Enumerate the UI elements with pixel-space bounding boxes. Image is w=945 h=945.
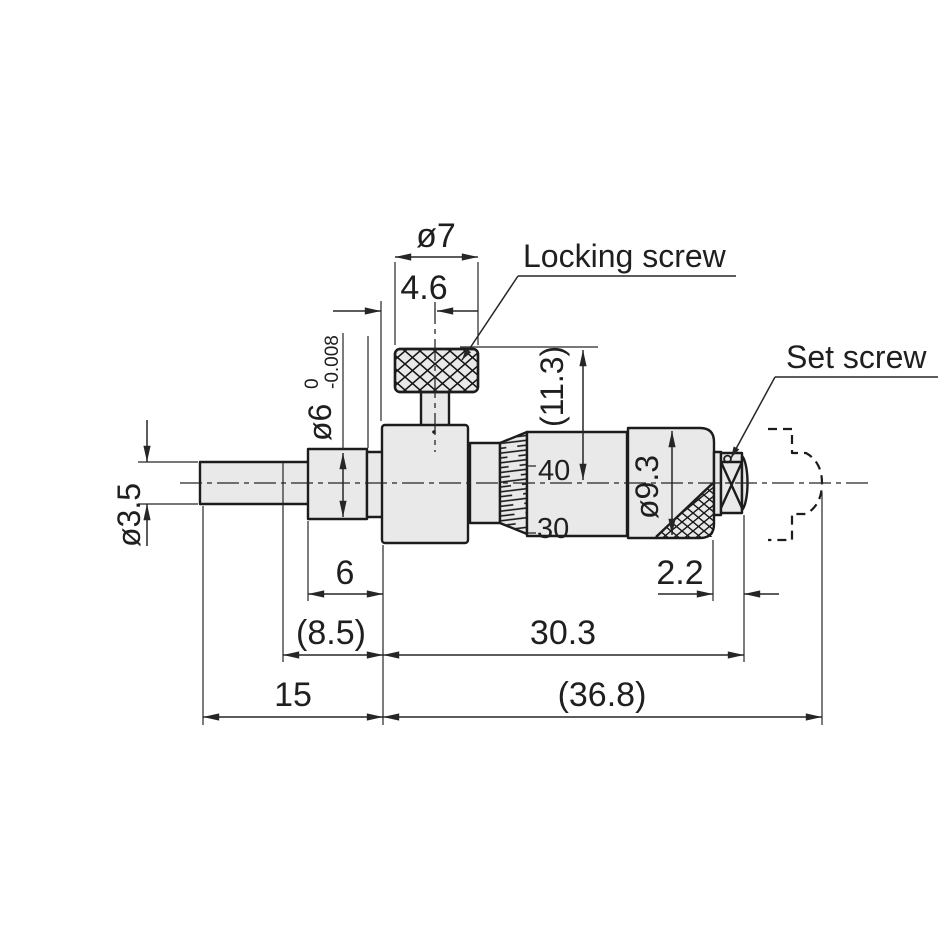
parts-layer: [198, 347, 824, 545]
dim-spindle-length: 15: [203, 676, 383, 721]
rear-knurl-boundary: [655, 482, 714, 538]
locking-screw-knurl: [393, 347, 480, 394]
thimble-scale-lower: 30: [537, 513, 569, 545]
extension-lines-bottom: [202, 462, 823, 725]
dim-stem-length: 6: [308, 554, 383, 598]
thimble-front: [525, 430, 629, 538]
dim-overall-length: (36.8): [383, 676, 822, 721]
dim-text-stem-length: 6: [336, 554, 355, 592]
dim-body-length: 30.3: [383, 614, 744, 659]
callout-locking-screw: Locking screw: [461, 238, 736, 361]
thimble-face-ticks: [527, 465, 536, 534]
set-screw-head: [723, 454, 732, 464]
dim-text-body-length: 30.3: [530, 614, 596, 652]
dim-text-stem-tol-upper: 0: [302, 378, 323, 389]
stem-collar: [306, 447, 369, 521]
dim-text-stem-tol-lower: -0.008: [322, 335, 343, 389]
body-block: [380, 423, 470, 545]
dim-knob-offset: 4.6: [333, 269, 478, 448]
dim-text-thimble-diameter: ø9.3: [629, 455, 665, 519]
dim-text-cap-length: 2.2: [656, 554, 703, 592]
dim-text-spindle-diameter: ø3.5: [111, 483, 147, 547]
phantom-outline: [768, 427, 824, 542]
dim-knob-diameter: ø7: [394, 217, 479, 345]
dim-ref-stem-length: (8.5): [283, 614, 383, 659]
dim-text-knob-diameter: ø7: [416, 217, 456, 255]
callout-text-set-screw: Set screw: [786, 339, 927, 375]
dim-thimble-diameter: ø9.3: [629, 431, 676, 535]
dim-text-spindle-length: 15: [274, 676, 312, 714]
dim-text-stem-diameter: ø6: [302, 404, 338, 441]
dim-text-knob-offset: 4.6: [400, 269, 447, 307]
dim-stem-diameter: ø6 0 -0.008: [302, 333, 347, 517]
thimble-scale-upper: 40: [538, 455, 570, 487]
dim-spindle-diameter: ø3.5: [111, 420, 198, 547]
dim-text-overall-length: (36.8): [558, 676, 647, 714]
callout-text-locking-screw: Locking screw: [523, 238, 727, 274]
dim-text-ref-stem-length: (8.5): [296, 614, 366, 652]
dim-ref-height: (11.3): [460, 346, 598, 480]
dim-text-ref-height: (11.3): [534, 346, 570, 427]
collar-step: [365, 450, 385, 519]
callout-set-screw: Set screw: [730, 339, 938, 459]
dim-cap-length: 2.2: [656, 554, 779, 598]
